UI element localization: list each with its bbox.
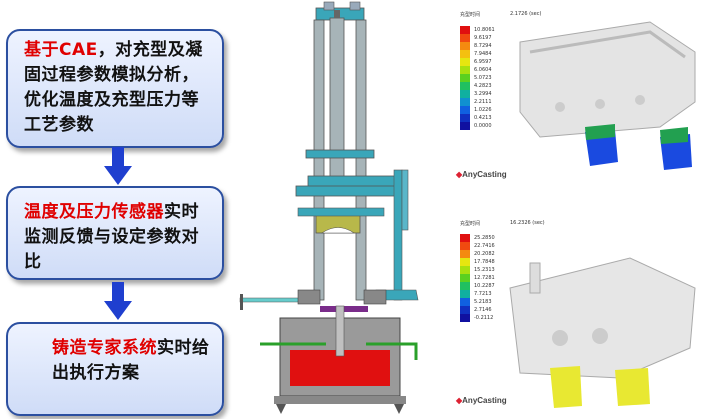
legend-value: 2.2111 bbox=[474, 99, 492, 105]
legend-swatch bbox=[460, 50, 470, 58]
legend-value: 5.0723 bbox=[474, 75, 492, 81]
body-text: ，对充型及凝固过程参数模拟分析，优化温度及充型压力等工艺参数 bbox=[24, 40, 203, 135]
legend-value: 9.6197 bbox=[474, 35, 492, 41]
engine-block-render bbox=[519, 21, 696, 170]
anycasting-logo: ◆AnyCasting bbox=[456, 396, 507, 405]
step-panel-sensor: 温度及压力传感器实时监测反馈与设定参数对比 bbox=[6, 186, 224, 280]
step-panel-expert: 铸造专家系统实时给出执行方案 bbox=[6, 322, 224, 416]
legend-value: 12.7281 bbox=[474, 275, 495, 281]
body-text: 实时监测反馈与设定参数对比 bbox=[24, 202, 199, 272]
legend-swatch bbox=[460, 290, 470, 298]
casting-machine-diagram bbox=[239, 1, 419, 414]
step-text: 铸造专家系统实时给出执行方案 bbox=[52, 336, 216, 386]
color-legend: 10.8061 9.6197 8.7294 7.9484 6.9597 6.0604 5.0… bbox=[460, 26, 495, 130]
down-arrow-icon bbox=[104, 282, 132, 320]
legend-value: 5.2183 bbox=[474, 299, 492, 305]
legend-swatch bbox=[460, 82, 470, 90]
legend-value: 15.2313 bbox=[474, 267, 495, 273]
legend-value: 3.2994 bbox=[474, 91, 492, 97]
legend-swatch bbox=[460, 314, 470, 322]
legend-value: 8.7294 bbox=[474, 43, 492, 49]
down-arrow-icon bbox=[104, 147, 132, 185]
legend-value: 4.2823 bbox=[474, 83, 492, 89]
legend-value: 10.2287 bbox=[474, 283, 495, 289]
legend-swatch bbox=[460, 250, 470, 258]
engine-block-render bbox=[509, 257, 696, 408]
legend-value: 20.2082 bbox=[474, 251, 495, 257]
legend-swatch bbox=[460, 298, 470, 306]
legend-swatch bbox=[460, 26, 470, 34]
body-text: 实时给出执行方案 bbox=[52, 338, 210, 383]
legend-swatch bbox=[460, 306, 470, 314]
legend-swatch bbox=[460, 266, 470, 274]
legend-swatch bbox=[460, 114, 470, 122]
legend-swatch bbox=[460, 122, 470, 130]
legend-value: -0.2112 bbox=[474, 315, 494, 321]
legend-value: 6.0604 bbox=[474, 67, 492, 73]
legend-value: 2.7146 bbox=[474, 307, 492, 313]
step-panel-cae: 基于CAE，对充型及凝固过程参数模拟分析，优化温度及充型压力等工艺参数 bbox=[6, 29, 224, 148]
sim-subtitle: 2.1726 (sec) bbox=[510, 11, 542, 17]
simulation-top: 充型时间 2.1726 (sec) 10.8061 9.6197 8.7294 7.9… bbox=[450, 8, 700, 183]
simulation-bottom: 充型时间 16.2326 (sec) 25.2850 22.7416 20.2082… bbox=[450, 218, 700, 413]
legend-swatch bbox=[460, 58, 470, 66]
legend-value: 6.9597 bbox=[474, 59, 492, 65]
legend-value: 10.8061 bbox=[474, 27, 495, 33]
sim-title: 充型时间 bbox=[460, 12, 481, 18]
sim-subtitle: 16.2326 (sec) bbox=[510, 220, 545, 226]
color-legend: 25.2850 22.7416 20.2082 17.7848 15.2313 12.72… bbox=[460, 234, 495, 322]
legend-value: 25.2850 bbox=[474, 235, 495, 241]
legend-value: 7.7213 bbox=[474, 291, 492, 297]
legend-swatch bbox=[460, 242, 470, 250]
legend-swatch bbox=[460, 34, 470, 42]
legend-swatch bbox=[460, 98, 470, 106]
legend-value: 0.0000 bbox=[474, 123, 492, 129]
legend-swatch bbox=[460, 282, 470, 290]
legend-swatch bbox=[460, 74, 470, 82]
legend-swatch bbox=[460, 42, 470, 50]
highlight-text: 铸造专家系统 bbox=[52, 338, 157, 358]
legend-value: 0.4213 bbox=[474, 115, 492, 121]
sim-title: 充型时间 bbox=[460, 221, 481, 227]
legend-value: 17.7848 bbox=[474, 259, 495, 265]
step-text: 温度及压力传感器实时监测反馈与设定参数对比 bbox=[24, 200, 216, 275]
legend-swatch bbox=[460, 234, 470, 242]
legend-swatch bbox=[460, 106, 470, 114]
legend-swatch bbox=[460, 258, 470, 266]
step-text: 基于CAE，对充型及凝固过程参数模拟分析，优化温度及充型压力等工艺参数 bbox=[24, 38, 216, 138]
legend-swatch bbox=[460, 90, 470, 98]
anycasting-logo: ◆AnyCasting bbox=[456, 170, 507, 179]
legend-swatch bbox=[460, 66, 470, 74]
highlight-text: 基于CAE bbox=[24, 40, 98, 60]
highlight-text: 温度及压力传感器 bbox=[24, 202, 164, 222]
legend-value: 7.9484 bbox=[474, 51, 492, 57]
legend-value: 22.7416 bbox=[474, 243, 495, 249]
legend-swatch bbox=[460, 274, 470, 282]
legend-value: 1.0226 bbox=[474, 107, 492, 113]
